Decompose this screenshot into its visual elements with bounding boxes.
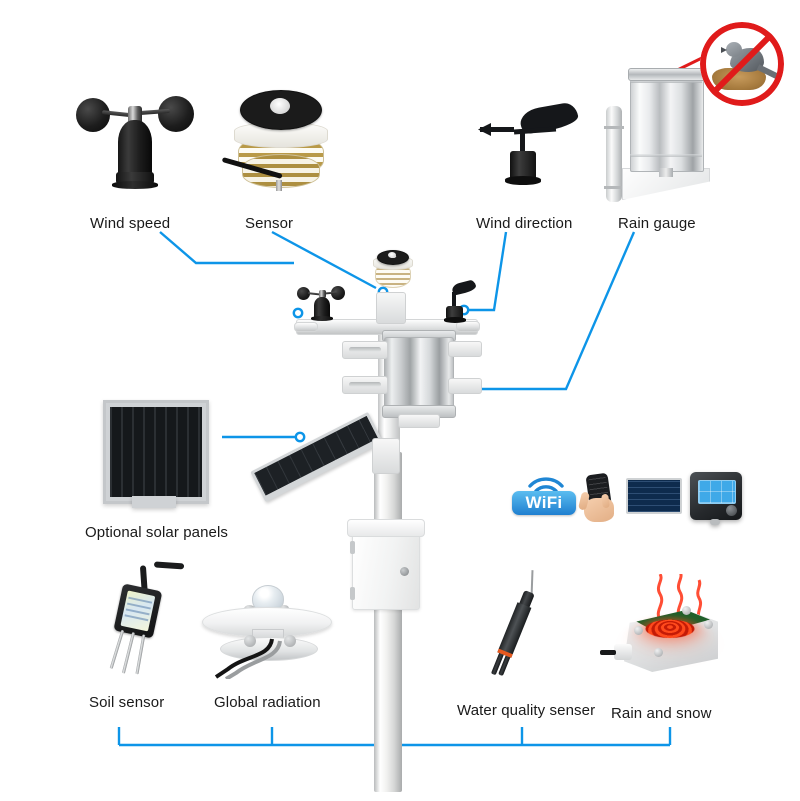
pyranometer-cables: [214, 638, 282, 679]
solar-panel-mount: [372, 438, 400, 474]
mount-bracket-right-lower: [448, 378, 482, 394]
station-gauge-foot: [398, 414, 440, 428]
rain-snow-sensor-icon: [600, 574, 732, 688]
cross-arm-left-tip: [294, 322, 318, 332]
mount-bracket-upper: [342, 341, 388, 359]
mast-pole-foreground: [374, 700, 402, 792]
label-rain-and-snow: Rain and snow: [611, 705, 712, 722]
station-solar-panel: [250, 411, 384, 503]
leader-sensor: [271, 230, 377, 290]
wifi-label: WiFi: [525, 493, 563, 512]
label-global-radiation: Global radiation: [214, 694, 321, 711]
station-wind-vane: [438, 279, 482, 326]
station-rain-gauge-cylinder: [384, 337, 454, 411]
mount-bracket-right-upper: [448, 341, 482, 357]
data-logger-connector: [710, 519, 720, 525]
hand-icon: [584, 498, 614, 522]
data-logger-icon: [690, 472, 742, 520]
label-optional-solar-panels: Optional solar panels: [85, 524, 229, 541]
steam-icon: [656, 574, 703, 620]
water-quality-probe-icon: [480, 570, 543, 686]
soil-sensor-icon: [96, 561, 185, 686]
shield-mount-bracket: [376, 292, 406, 324]
station-radiation-shield: [372, 250, 413, 296]
enclosure-lock-icon: [400, 567, 409, 576]
label-rain-gauge: Rain gauge: [618, 215, 696, 232]
equipment-enclosure: [347, 519, 425, 610]
no-bird-nesting-icon: [700, 22, 784, 106]
label-soil-sensor: Soil sensor: [89, 694, 165, 711]
label-sensor: Sensor: [245, 215, 294, 232]
monitor-foot: [638, 518, 670, 522]
rain-gauge-icon: [600, 58, 710, 202]
pyranometer-icon: [200, 585, 332, 679]
wifi-badge: WiFi: [512, 491, 576, 515]
desktop-monitor-icon: [626, 478, 682, 514]
anemometer-icon: [72, 84, 200, 196]
station-anemometer: [296, 283, 350, 325]
label-water-quality-senser: Water quality senser: [457, 702, 596, 719]
dot-solar-panel: [294, 431, 306, 443]
label-wind-direction: Wind direction: [476, 215, 573, 232]
leader-wind-speed: [159, 231, 294, 265]
radiation-shield-icon: [221, 84, 334, 194]
solar-panel-icon: [103, 400, 209, 504]
solar-panel-stand: [132, 496, 176, 508]
wind-vane-icon: [478, 101, 580, 196]
label-wind-speed: Wind speed: [90, 215, 171, 232]
mount-bracket-lower: [342, 376, 388, 394]
enclosure-lid: [347, 519, 425, 537]
cross-arm-right-tip: [456, 321, 480, 332]
